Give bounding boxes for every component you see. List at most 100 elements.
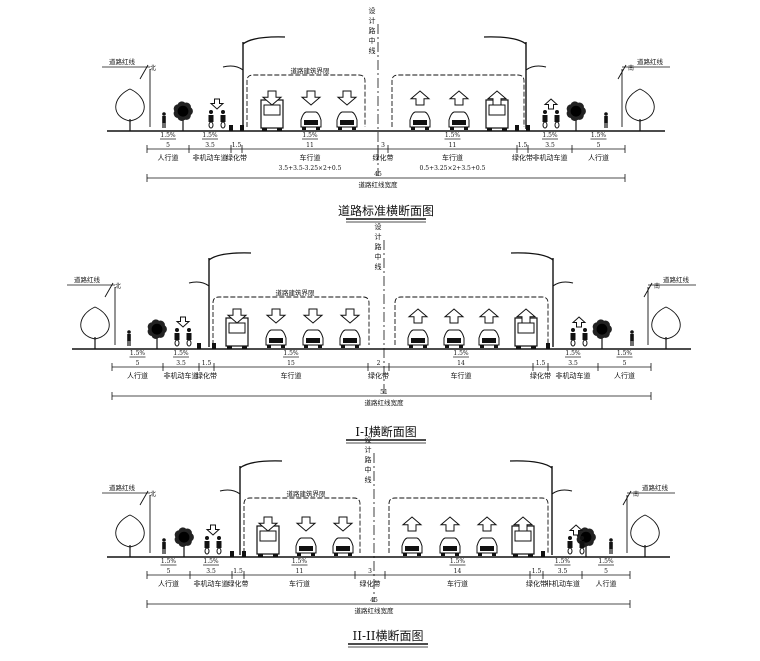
wheel <box>304 345 308 348</box>
slope-label: 1.5% <box>591 132 607 139</box>
wheel <box>441 553 445 556</box>
street-lamp-icon <box>510 252 574 347</box>
cyclist-icon <box>567 536 573 555</box>
car-window <box>447 338 461 343</box>
body <box>604 116 608 123</box>
wheel <box>579 547 585 555</box>
arrow-down-icon <box>265 308 287 324</box>
bus-window <box>517 322 535 334</box>
bus-window <box>488 104 506 116</box>
segment-width: 3.5 <box>558 568 568 575</box>
wheel <box>220 121 226 129</box>
segment-name: 人行道 <box>614 371 635 380</box>
car-icon <box>439 537 461 556</box>
total-width-label: 道路红线宽度 <box>365 398 405 407</box>
body <box>567 541 573 548</box>
shrub-icon <box>173 101 193 131</box>
wheel <box>570 339 576 347</box>
slope-label: 1.5% <box>445 132 461 139</box>
wheel <box>311 553 315 556</box>
head <box>571 328 575 332</box>
body <box>582 333 588 340</box>
lamp-arm <box>509 460 553 469</box>
segment-name: 车行道 <box>451 371 472 380</box>
car-window <box>336 546 350 551</box>
wheel <box>338 127 342 130</box>
wheel <box>281 345 285 348</box>
wheel <box>582 339 588 347</box>
body <box>542 115 548 122</box>
segment-name: 非机动车道 <box>164 371 199 380</box>
segment-name: 人行道 <box>127 371 148 380</box>
wheel <box>352 127 356 130</box>
segment-width: 2 <box>377 360 381 367</box>
car-icon <box>265 329 287 348</box>
wheel <box>409 345 413 348</box>
wheel <box>494 345 498 348</box>
segment-width: 14 <box>454 568 462 575</box>
body <box>216 541 222 548</box>
slope-label: 1.5% <box>542 132 558 139</box>
cyclist-icon <box>220 110 226 129</box>
total-width-value: 51 <box>380 389 388 396</box>
cyclist-icon <box>542 110 548 129</box>
wheel <box>516 346 521 349</box>
clearance-label: 道路建筑界限 <box>291 66 331 75</box>
wheel <box>334 553 338 556</box>
segment-width: 3.5 <box>545 142 555 149</box>
segment-width: 3 <box>368 568 372 575</box>
arrow-up-icon <box>409 90 431 106</box>
arrow-up-icon <box>401 516 423 532</box>
shrub-icon <box>147 319 167 349</box>
car-window <box>443 546 457 551</box>
cyclist-icon <box>216 536 222 555</box>
bus-window <box>228 322 246 334</box>
arrow-down-icon <box>300 90 322 106</box>
segment-name: 绿化带 <box>373 153 394 162</box>
lamp-arm <box>510 252 554 261</box>
compass-stroke <box>617 64 627 80</box>
lamp-arm <box>222 65 244 71</box>
red-line-label-right: 道路红线 <box>663 275 690 284</box>
arrow-up-icon <box>543 98 559 110</box>
wheel <box>528 554 533 557</box>
head <box>604 112 608 116</box>
head <box>555 110 559 114</box>
cyclist-icon <box>554 110 560 129</box>
street-lamp-icon <box>509 460 573 555</box>
curb <box>526 125 530 131</box>
wheel <box>455 553 459 556</box>
cyclist-icon <box>570 328 576 347</box>
arrow-down-icon <box>339 308 361 324</box>
total-width-value: 45 <box>374 171 382 178</box>
segment-note: 3.5+3.5-3.25×2+0.5 <box>279 165 342 172</box>
segment-name: 非机动车道 <box>556 371 591 380</box>
segment-name: 绿化带 <box>526 579 547 588</box>
bus-window <box>514 530 532 542</box>
bus-window <box>259 530 277 542</box>
north-arrow-icon: 南 <box>617 64 634 80</box>
segment-name: 人行道 <box>158 579 179 588</box>
wheel <box>186 339 192 347</box>
segment-width: 5 <box>167 568 171 575</box>
crown <box>115 514 145 548</box>
cross-section-2: 道路红线道路红线北南道路建筑界限设计路中线1.5%1.5%1.5%1.5%1.5… <box>67 222 696 444</box>
head <box>205 536 209 540</box>
head <box>630 330 634 334</box>
segment-width: 3.5 <box>568 360 578 367</box>
section-title: I-I横断面图 <box>355 424 417 439</box>
body <box>208 115 214 122</box>
body <box>162 116 166 123</box>
section-title: II-II横断面图 <box>352 628 423 643</box>
compass-label: 南 <box>633 490 639 498</box>
cyclist-icon <box>208 110 214 129</box>
lamp-arm <box>552 281 574 287</box>
slope-label: 1.5% <box>173 350 189 357</box>
lamp-arm <box>208 252 252 261</box>
compass-stroke <box>643 282 653 298</box>
segment-width: 15 <box>287 360 295 367</box>
segment-name: 非机动车道 <box>533 153 568 162</box>
segment-width: 1.5 <box>532 568 542 575</box>
center-line-label: 设计路中线 <box>368 6 376 57</box>
